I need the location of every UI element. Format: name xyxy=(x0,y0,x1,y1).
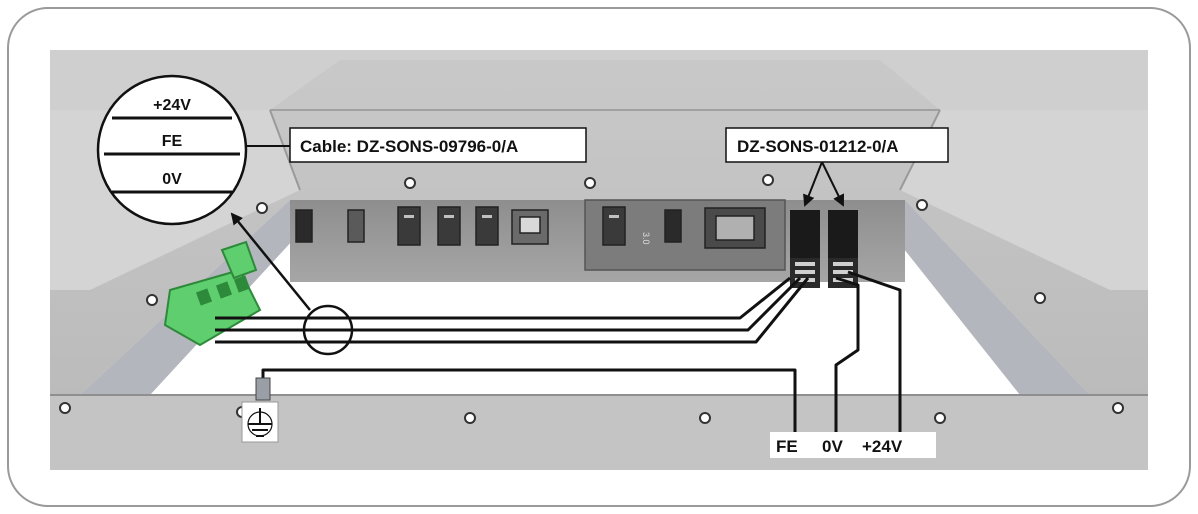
ethernet-port-socket xyxy=(715,215,755,241)
screw xyxy=(584,177,596,189)
screws xyxy=(59,174,1124,424)
connector-label-box xyxy=(725,127,949,163)
usb-c-port xyxy=(347,209,365,243)
ports xyxy=(295,206,766,249)
screw xyxy=(464,412,476,424)
ground-post xyxy=(255,377,271,401)
screw xyxy=(256,202,268,214)
cable-label: Cable: DZ-SONS-09796-0/A xyxy=(300,137,518,156)
wire-24v xyxy=(215,276,791,320)
ground-icon xyxy=(241,401,279,443)
housing-right-bevel xyxy=(900,110,1148,290)
usb-a-port xyxy=(397,206,421,246)
screw xyxy=(1034,292,1046,304)
zoom-arrow xyxy=(230,212,311,311)
screw xyxy=(916,199,928,211)
usb-c-port xyxy=(295,209,313,243)
screw xyxy=(699,412,711,424)
housing-top-chamfer xyxy=(50,50,1148,110)
housing-edge xyxy=(269,109,301,191)
wire-label-0v: 0V xyxy=(822,437,843,456)
wire-fe xyxy=(215,276,802,332)
wiring xyxy=(215,270,902,433)
wire-fe-ground xyxy=(261,368,797,433)
usb-contacts xyxy=(404,215,619,218)
connector-arrow-left xyxy=(803,161,823,207)
bottom-flange xyxy=(50,395,1148,470)
cable-label-box xyxy=(289,127,587,163)
pin-callout: +24V FE 0V xyxy=(96,74,248,226)
wire-0v-out xyxy=(834,276,860,433)
cavity-right-wall xyxy=(865,200,1090,395)
screw xyxy=(762,174,774,186)
wire-label-fe: FE xyxy=(776,437,798,456)
usb-a-port xyxy=(437,206,461,246)
wire-0v xyxy=(215,277,810,344)
power-connector-right xyxy=(828,210,858,258)
screw xyxy=(934,412,946,424)
usb-port-text: 3.0 xyxy=(641,232,651,245)
pin-callout-circle xyxy=(96,74,248,226)
usb-a-port xyxy=(602,206,626,246)
pin-label-fe: FE xyxy=(162,133,183,150)
screw xyxy=(1112,402,1124,414)
usb-b-port-socket xyxy=(519,216,541,234)
screw xyxy=(59,402,71,414)
power-connector-left xyxy=(790,210,820,258)
wire-label-box xyxy=(770,432,936,458)
screw xyxy=(404,177,416,189)
connector-part-label: DZ-SONS-01212-0/A xyxy=(737,137,899,156)
wire-24v-out xyxy=(847,270,902,433)
usb-a-port xyxy=(475,206,499,246)
green-terminal-block xyxy=(163,240,262,347)
usb-c-port xyxy=(664,209,682,243)
wire-label-24v: +24V xyxy=(862,437,903,456)
pin-label-24v: +24V xyxy=(153,97,191,114)
pin-label-0v: 0V xyxy=(162,171,182,188)
connector-arrow-right xyxy=(821,161,845,207)
zoom-circle xyxy=(302,304,354,356)
screw xyxy=(146,294,158,306)
